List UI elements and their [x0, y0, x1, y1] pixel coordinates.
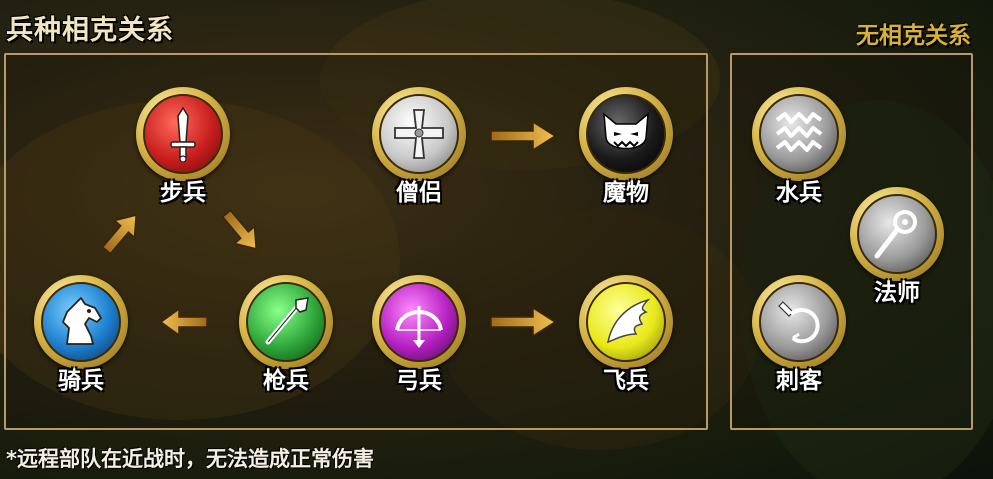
horse-icon [62, 297, 102, 345]
unit-infantry[interactable]: 步兵 [133, 87, 233, 207]
spear-icon [265, 297, 309, 345]
wing-icon [606, 298, 651, 344]
monster-label: 魔物 [603, 180, 649, 206]
assassin-medal [752, 275, 846, 369]
arrow-infantry-to-lancer [221, 209, 257, 250]
arrow-cavalry-to-infantry [101, 214, 137, 255]
mage-medal [850, 187, 944, 281]
unit-lancer[interactable]: 枪兵 [236, 275, 336, 395]
cavalry-medal [34, 275, 128, 369]
bow-icon [395, 306, 443, 348]
monster-medal [579, 87, 673, 181]
page-title: 兵种相克关系 [6, 15, 174, 46]
no-counter-title: 无相克关系 [856, 23, 971, 49]
mage-label: 法师 [874, 280, 920, 306]
archer-label: 弓兵 [396, 368, 442, 394]
staff-icon [874, 210, 917, 259]
sickle-icon [778, 301, 820, 344]
unit-archer[interactable]: 弓兵 [369, 275, 469, 395]
arrow-lancer-to-cavalry [159, 307, 208, 337]
cross-icon [394, 109, 444, 159]
priest-medal [372, 87, 466, 181]
unit-monster[interactable]: 魔物 [576, 87, 676, 207]
wave-icon [775, 112, 823, 152]
arrow-priest-to-monster [490, 120, 557, 152]
water-medal [752, 87, 846, 181]
unit-priest[interactable]: 僧侣 [369, 87, 469, 207]
infantry-medal [136, 87, 230, 181]
sword-icon [170, 106, 196, 163]
unit-flyer[interactable]: 飞兵 [576, 275, 676, 395]
arrow-archer-to-flyer [490, 306, 557, 338]
flyer-medal [579, 275, 673, 369]
infantry-label: 步兵 [160, 180, 206, 206]
unit-assassin[interactable]: 刺客 [749, 275, 849, 395]
unit-mage[interactable]: 法师 [847, 187, 947, 307]
unit-cavalry[interactable]: 骑兵 [31, 275, 131, 395]
unit-water[interactable]: 水兵 [749, 87, 849, 207]
flyer-label: 飞兵 [603, 368, 649, 394]
demon-icon [603, 112, 649, 150]
assassin-label: 刺客 [776, 368, 822, 394]
lancer-label: 枪兵 [263, 368, 309, 394]
footnote: *远程部队在近战时，无法造成正常伤害 [6, 447, 374, 471]
archer-medal [372, 275, 466, 369]
cavalry-label: 骑兵 [58, 368, 104, 394]
lancer-medal [239, 275, 333, 369]
priest-label: 僧侣 [396, 180, 442, 206]
water-label: 水兵 [776, 180, 822, 206]
